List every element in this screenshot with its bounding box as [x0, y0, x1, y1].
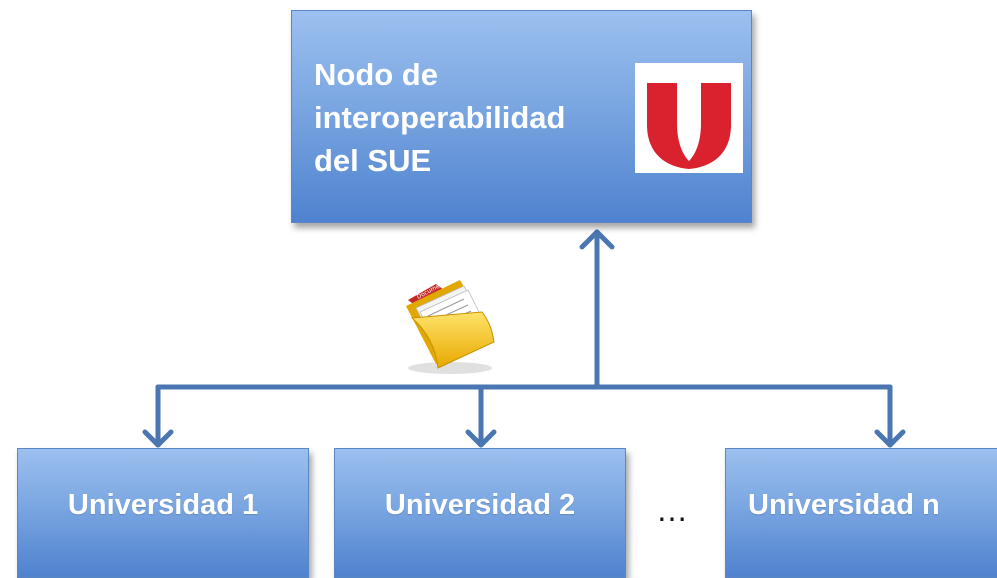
node-title-line-1: Nodo de: [314, 57, 438, 92]
university-2-label: Universidad 2: [384, 488, 576, 521]
arrowhead-down-icon: [874, 429, 906, 448]
ellipsis: …: [656, 492, 689, 528]
sue-logo-icon: [635, 63, 743, 173]
interoperability-node-box: Nodo de interoperabilidad del SUE: [291, 10, 752, 223]
university-n-box: Universidad n: [725, 448, 997, 578]
node-title-line-2: interoperabilidad: [314, 100, 566, 135]
node-title-line-3: del SUE: [314, 143, 432, 178]
university-n-label: Universidad n: [748, 488, 940, 521]
university-1-label: Universidad 1: [67, 488, 259, 521]
arrowhead-down-icon: [142, 429, 174, 448]
arrowhead-down-icon: [465, 429, 497, 448]
arrowhead-up-icon: [579, 229, 615, 250]
university-2-box: Universidad 2: [334, 448, 626, 578]
university-1-box: Universidad 1: [17, 448, 309, 578]
document-folder-icon: Documents: [406, 279, 495, 374]
node-title: Nodo de interoperabilidad del SUE: [314, 53, 634, 182]
